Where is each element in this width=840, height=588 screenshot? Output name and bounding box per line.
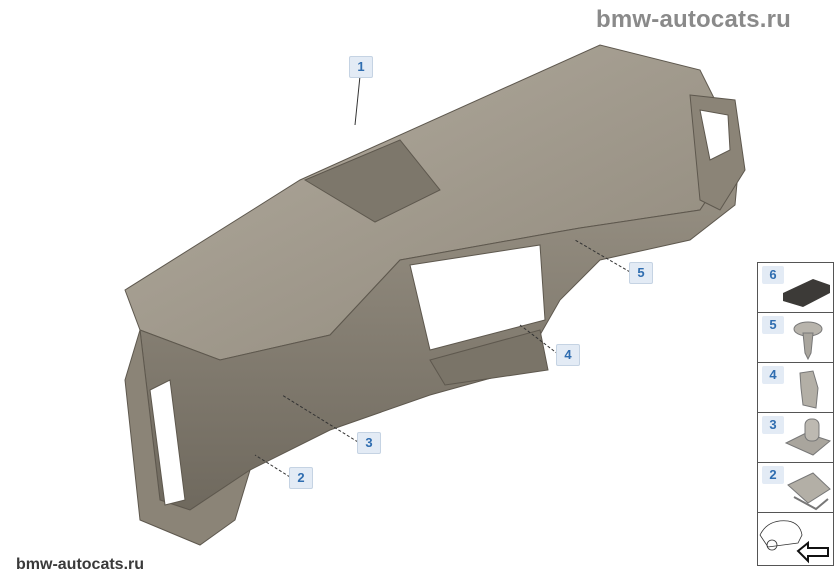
spring-nut-icon <box>787 472 831 511</box>
watermark-top: bmw-autocats.ru <box>596 6 792 33</box>
center-console-opening <box>409 244 546 351</box>
screw-icon <box>793 321 823 361</box>
callout-1[interactable]: 1 <box>349 56 373 78</box>
part-item-2[interactable]: 2 <box>758 463 833 513</box>
parts-panel: 6 5 4 3 2 <box>757 262 834 566</box>
callout-2[interactable]: 2 <box>289 467 313 489</box>
navigation-car-button[interactable] <box>758 513 833 565</box>
part-number: 5 <box>762 316 784 334</box>
part-item-5[interactable]: 5 <box>758 313 833 363</box>
leader-line-1 <box>354 75 361 126</box>
clip-icon <box>799 370 819 409</box>
part-number: 6 <box>762 266 784 284</box>
watermark-bottom: bmw-autocats.ru <box>16 556 145 573</box>
lower-console-panel <box>429 329 549 386</box>
nut-clip-icon <box>784 418 832 456</box>
part-item-6[interactable]: 6 <box>758 263 833 313</box>
pad-icon <box>783 279 830 307</box>
callout-5[interactable]: 5 <box>629 262 653 284</box>
left-frame-opening <box>149 379 186 506</box>
car-arrow-icon <box>759 520 829 564</box>
leader-line-5 <box>574 239 631 273</box>
part-number: 4 <box>762 366 784 384</box>
part-item-3[interactable]: 3 <box>758 413 833 463</box>
part-item-4[interactable]: 4 <box>758 363 833 413</box>
leader-line-4 <box>519 324 559 355</box>
hud-recess <box>303 139 441 223</box>
part-number: 2 <box>762 466 784 484</box>
callout-4[interactable]: 4 <box>556 344 580 366</box>
leader-line-2 <box>254 454 291 478</box>
part-number: 3 <box>762 416 784 434</box>
callout-3[interactable]: 3 <box>357 432 381 454</box>
right-frame-opening <box>699 109 731 161</box>
